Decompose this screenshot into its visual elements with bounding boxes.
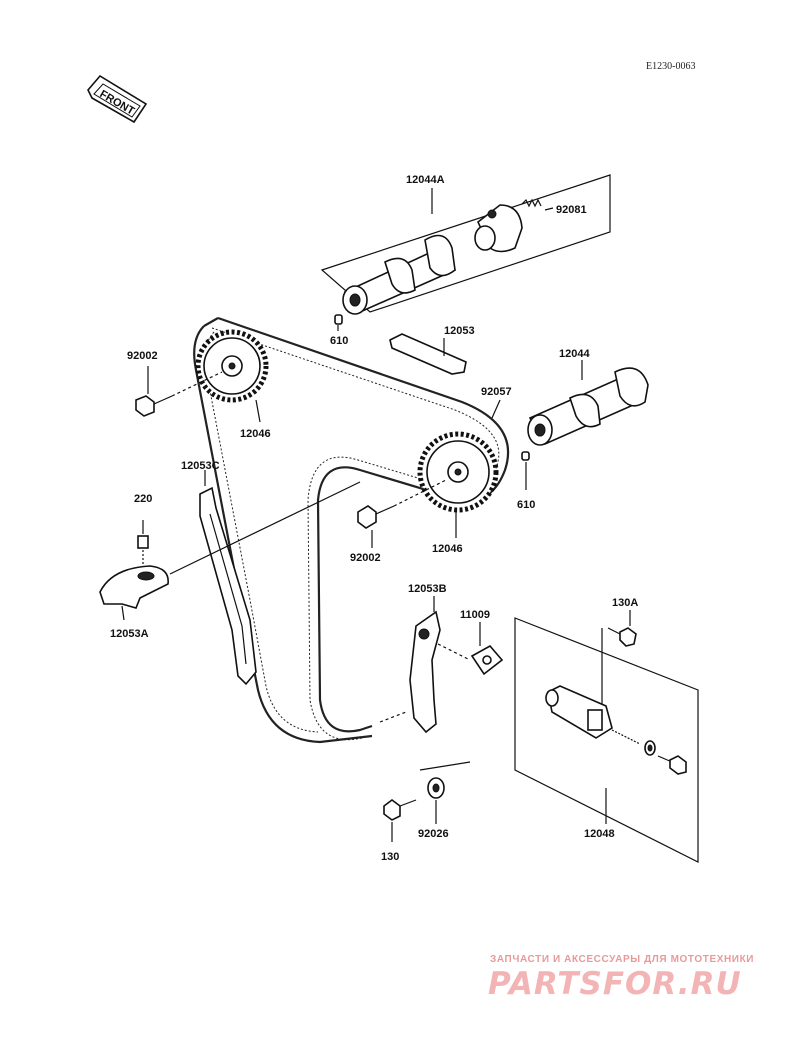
bolt-130a <box>607 627 637 647</box>
label-92002-left: 92002 <box>127 350 158 362</box>
front-chain-guide: 12053C <box>181 460 257 686</box>
label-92026: 92026 <box>418 828 449 840</box>
label-12046-right: 12046 <box>432 543 463 555</box>
label-12053: 12053 <box>444 325 475 337</box>
diagram-code: E1230-0063 <box>646 61 695 72</box>
bolt-center: 92002 <box>350 479 447 564</box>
tensioner-washer <box>644 740 656 756</box>
tensioner-bolt <box>657 755 687 775</box>
label-610-upper: 610 <box>330 335 348 347</box>
label-12046-left: 12046 <box>240 428 271 440</box>
front-arrow-icon: FRONT <box>87 74 148 124</box>
label-92081: 92081 <box>556 204 587 216</box>
tensioner-box: 130A 12048 <box>514 597 699 863</box>
label-220: 220 <box>134 493 152 505</box>
dowel-pin-upper: 610 <box>330 314 348 347</box>
label-12053b: 12053B <box>408 583 447 595</box>
bolt-220: 220 <box>134 493 152 564</box>
tensioner-body <box>545 685 641 745</box>
watermark-tagline: ЗАПЧАСТИ И АКСЕССУАРЫ ДЛЯ МОТОТЕХНИКИ <box>490 954 755 965</box>
lower-left-guide: 12053A <box>99 481 361 640</box>
top-chain-guide: 12053 <box>389 325 475 375</box>
decompression-unit <box>474 204 523 253</box>
label-11009: 11009 <box>460 609 490 621</box>
label-12053a: 12053A <box>110 628 149 640</box>
bolt-left: 92002 <box>127 350 223 417</box>
rear-chain-guide: 12053B <box>379 583 447 734</box>
camshaft-exhaust-box: 12044A 92081 <box>320 174 611 315</box>
washer-92026: 92026 <box>418 777 449 840</box>
watermark-brand-logo: PARTSFOR.RU <box>488 966 742 1002</box>
spring-icon <box>521 198 554 211</box>
exhaust-camshaft <box>342 234 457 315</box>
bolt-130: 130 <box>381 799 417 863</box>
label-12048: 12048 <box>584 828 615 840</box>
sprocket-right: 12046 <box>417 431 499 555</box>
label-12053c: 12053C <box>181 460 220 472</box>
intake-camshaft: 12044 <box>527 348 649 446</box>
label-130: 130 <box>381 851 399 863</box>
dowel-pin-right: 610 <box>517 451 535 511</box>
label-92057: 92057 <box>481 386 512 398</box>
label-12044: 12044 <box>559 348 590 360</box>
label-130a: 130A <box>612 597 638 609</box>
label-610-right: 610 <box>517 499 535 511</box>
label-92002-center: 92002 <box>350 552 381 564</box>
sprocket-left: 12046 <box>195 329 271 440</box>
label-12044a: 12044A <box>406 174 445 186</box>
gasket: 11009 <box>437 609 504 676</box>
